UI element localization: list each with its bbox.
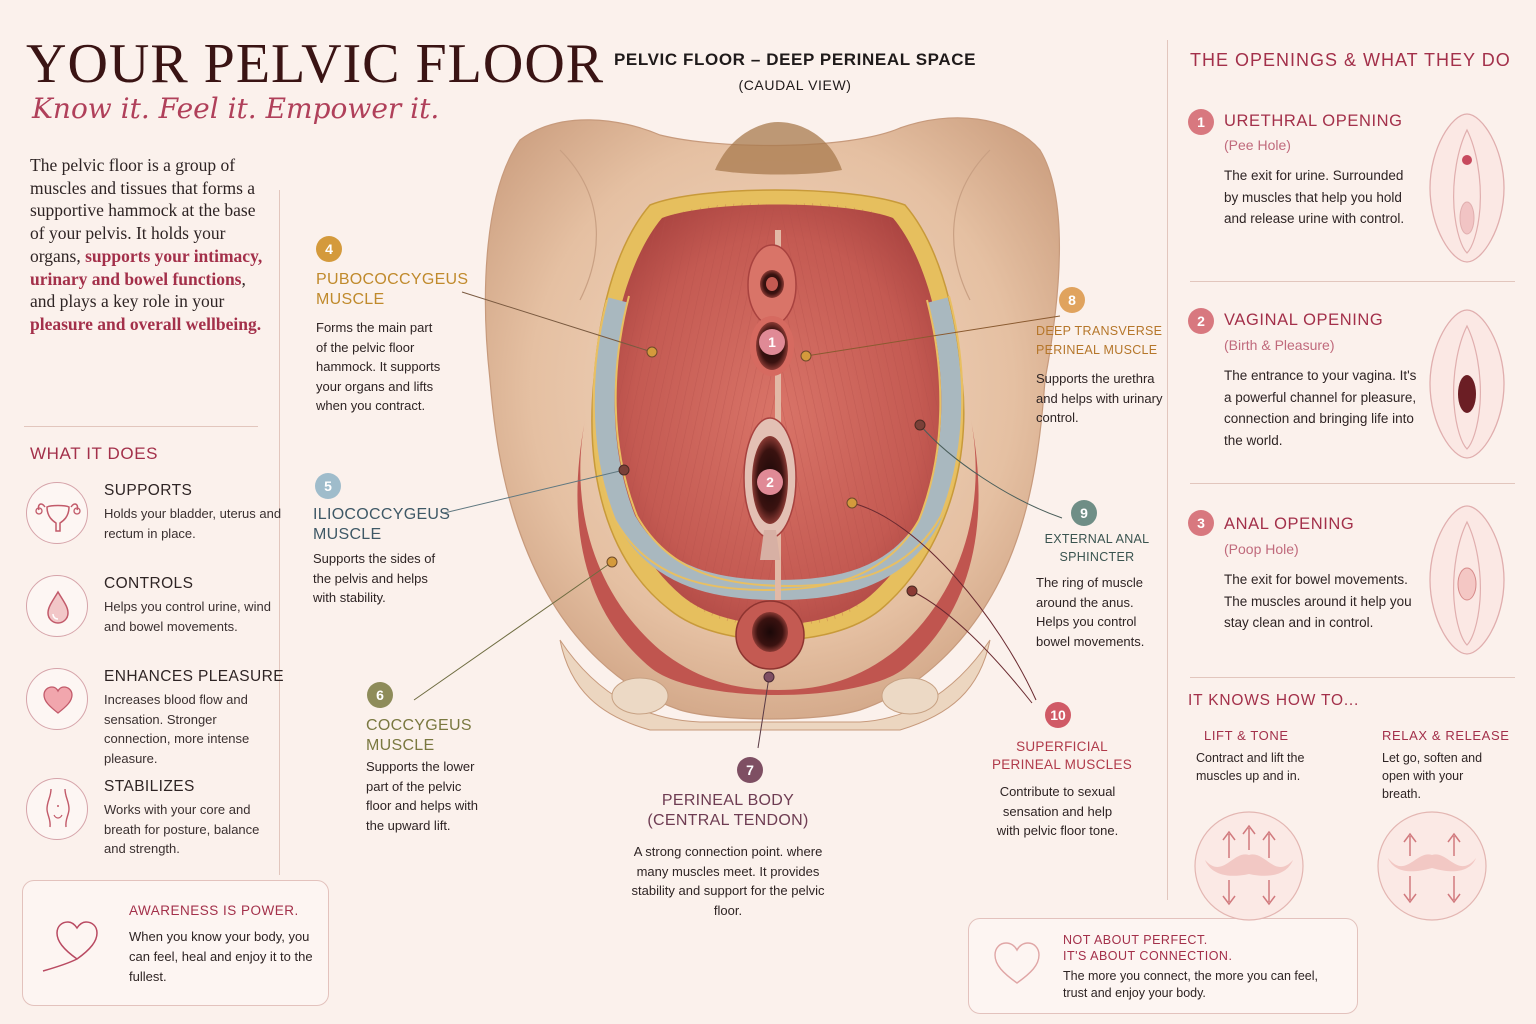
- uterus-icon: [26, 482, 88, 544]
- opening-sub-vaginal: (Birth & Pleasure): [1224, 337, 1335, 353]
- opening-title-vaginal: VAGINAL OPENING: [1224, 311, 1384, 329]
- opening-num-1: 1: [1188, 109, 1214, 135]
- heart-outline-icon: [994, 942, 1040, 984]
- intro-p2b: , and plays a key role in your: [30, 268, 246, 312]
- does-text-stabilizes: Works with your core and breath for post…: [104, 802, 260, 856]
- does-title-stabilizes: STABILIZES: [104, 778, 195, 795]
- vulva-anal-icon: [1429, 505, 1505, 655]
- lift-arrows-icon: [1194, 811, 1304, 921]
- connection-title-1: NOT ABOUT PERFECT.: [1063, 933, 1208, 947]
- opening-title-anal: ANAL OPENING: [1224, 515, 1355, 533]
- label-title-perineal-body: PERINEAL BODY (CENTRAL TENDON): [647, 792, 809, 829]
- label-num-10: 10: [1045, 702, 1071, 728]
- label-text-perineal-body: A strong connection point. where many mu…: [631, 844, 825, 918]
- does-item-supports: SUPPORTS Holds your bladder, uterus and …: [24, 482, 284, 572]
- opening-num-3: 3: [1188, 510, 1214, 536]
- connection-box: NOT ABOUT PERFECT. IT'S ABOUT CONNECTION…: [968, 918, 1358, 1014]
- opening-sub-urethral: (Pee Hole): [1224, 137, 1291, 153]
- label-title-anal-sphincter: EXTERNAL ANAL SPHINCTER: [1044, 532, 1150, 564]
- right-divider: [1167, 40, 1168, 900]
- openings-divider-1: [1190, 281, 1515, 282]
- knows-title-relax: RELAX & RELEASE: [1382, 728, 1510, 743]
- opening-text-urethral: The exit for urine. Surrounded by muscle…: [1224, 168, 1405, 226]
- does-text-pleasure: Increases blood flow and sensation. Stro…: [104, 692, 250, 766]
- page-title: YOUR PELVIC FLOOR: [26, 33, 605, 95]
- vulva-vaginal-icon: [1429, 309, 1505, 459]
- connection-text: The more you connect, the more you can f…: [1063, 969, 1318, 1000]
- awareness-title: AWARENESS IS POWER.: [129, 903, 299, 918]
- label-num-4: 4: [316, 236, 342, 262]
- label-text-coccygeus: Supports the lower part of the pelvic fl…: [366, 759, 479, 833]
- opening-marker-2: 2: [757, 469, 783, 495]
- knows-title-lift: LIFT & TONE: [1204, 728, 1289, 743]
- label-title-deep-transverse: DEEP TRANSVERSE PERINEAL MUSCLE: [1036, 324, 1163, 357]
- label-text-iliococcygeus: Supports the sides of the pelvis and hel…: [313, 551, 436, 605]
- does-text-supports: Holds your bladder, uterus and rectum in…: [104, 506, 282, 541]
- awareness-box: AWARENESS IS POWER. When you know your b…: [22, 880, 329, 1006]
- opening-marker-1: 1: [759, 329, 785, 355]
- heart-icon: [26, 668, 88, 730]
- label-text-anal-sphincter: The ring of muscle around the anus. Help…: [1036, 575, 1145, 649]
- knows-text-lift: Contract and lift the muscles up and in.: [1196, 751, 1305, 783]
- label-num-5: 5: [315, 473, 341, 499]
- label-num-8: 8: [1059, 287, 1085, 313]
- what-it-does-heading: WHAT IT DOES: [30, 444, 159, 463]
- label-title-superficial: SUPERFICIAL PERINEAL MUSCLES: [991, 739, 1133, 772]
- intro-text: The pelvic floor is a group of muscles a…: [30, 154, 270, 336]
- vulva-urethra-icon: [1429, 113, 1505, 263]
- drop-icon: [26, 575, 88, 637]
- knows-heading: IT KNOWS HOW TO...: [1188, 692, 1360, 709]
- page-subtitle: Know it. Feel it. Empower it.: [32, 92, 440, 125]
- heart-outline-icon: [42, 921, 98, 972]
- relax-arrows-icon: [1377, 811, 1487, 921]
- diagram-subtitle: (CAUDAL VIEW): [738, 77, 852, 93]
- label-num-7: 7: [737, 757, 763, 783]
- intro-p2a: It holds your organs,: [30, 223, 226, 266]
- label-title-coccygeus: COCCYGEUS MUSCLE: [366, 717, 472, 754]
- does-item-controls: CONTROLS Helps you control urine, wind a…: [24, 575, 284, 665]
- label-title-pubococcygeus: PUBOCOCCYGEUS MUSCLE: [316, 271, 469, 308]
- does-item-pleasure: ENHANCES PLEASURE Increases blood flow a…: [24, 668, 284, 766]
- label-text-superficial: Contribute to sexual sensation and help …: [996, 784, 1119, 838]
- label-title-iliococcygeus: ILIOCOCCYGEUS MUSCLE: [313, 506, 451, 543]
- does-text-controls: Helps you control urine, wind and bowel …: [104, 599, 271, 634]
- does-title-pleasure: ENHANCES PLEASURE: [104, 668, 284, 685]
- awareness-text: When you know your body, you can feel, h…: [129, 929, 313, 984]
- label-text-pubococcygeus: Forms the main part of the pelvic floor …: [316, 320, 441, 413]
- does-title-controls: CONTROLS: [104, 575, 194, 592]
- label-num-9: 9: [1071, 500, 1097, 526]
- diagram-title: PELVIC FLOOR – DEEP PERINEAL SPACE: [613, 50, 977, 69]
- label-text-deep-transverse: Supports the urethra and helps with urin…: [1036, 371, 1163, 425]
- label-num-6: 6: [367, 682, 393, 708]
- body-icon: [26, 778, 88, 840]
- opening-title-urethral: URETHRAL OPENING: [1224, 112, 1403, 130]
- openings-divider-2: [1190, 483, 1515, 484]
- intro-divider: [24, 426, 258, 427]
- opening-text-anal: The exit for bowel movements. The muscle…: [1224, 572, 1412, 630]
- does-title-supports: SUPPORTS: [104, 482, 193, 499]
- openings-heading: THE OPENINGS & WHAT THEY DO: [1190, 50, 1511, 70]
- does-item-stabilizes: STABILIZES Works with your core and brea…: [24, 778, 284, 868]
- left-divider: [279, 190, 280, 875]
- knows-text-relax: Let go, soften and open with your breath…: [1382, 751, 1483, 801]
- opening-text-vaginal: The entrance to your vagina. It's a powe…: [1224, 368, 1417, 448]
- opening-num-2: 2: [1188, 308, 1214, 334]
- openings-divider-3: [1190, 677, 1515, 678]
- intro-highlight-1: supports your intimacy, urinary and bowe…: [30, 245, 263, 289]
- opening-sub-anal: (Poop Hole): [1224, 541, 1299, 557]
- intro-highlight-2: pleasure and overall wellbeing.: [30, 313, 262, 334]
- intro-p1: The pelvic floor is a group of muscles a…: [30, 155, 256, 244]
- connection-title-2: IT'S ABOUT CONNECTION.: [1063, 949, 1233, 963]
